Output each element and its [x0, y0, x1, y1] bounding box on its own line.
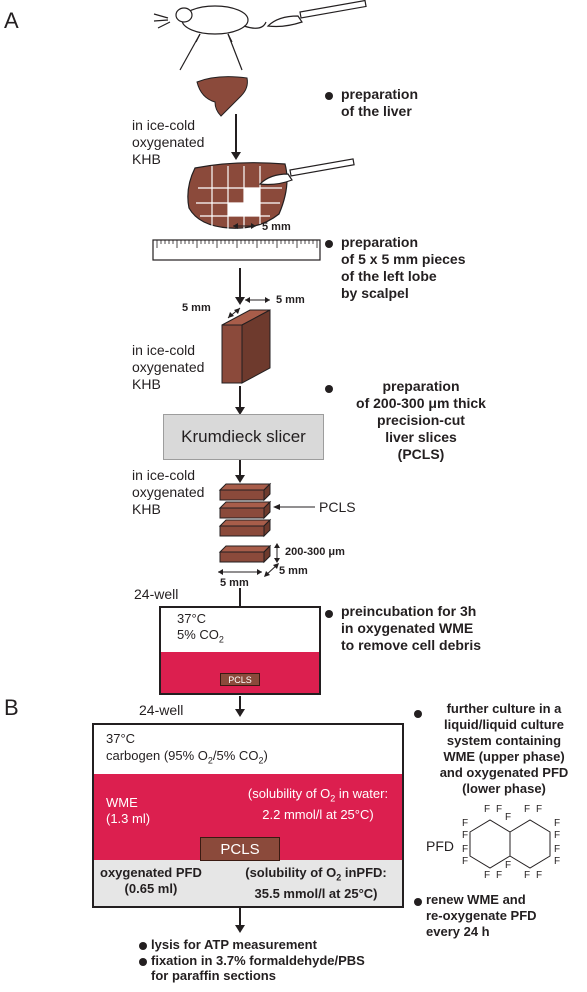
fluorine-atom: F: [554, 844, 560, 855]
medium-label-2: in ice-cold oxygenated KHB: [132, 342, 205, 392]
bullet: [325, 385, 333, 393]
krumdieck-slicer: Krumdieck slicer: [163, 414, 324, 460]
block-dim-left: 5 mm: [182, 302, 211, 314]
well-co2-sub: 2: [218, 634, 224, 645]
sol-water-c: 2.2 mmol/l at 25°C): [262, 806, 374, 822]
step-liver-prep: preparation of the liver: [341, 86, 419, 119]
sol-water-a: (solubility of O: [247, 786, 331, 801]
fluorine-atom: F: [536, 870, 542, 881]
mouse-icon: [153, 5, 267, 71]
fluorine-atom: F: [496, 804, 502, 815]
fluorine-atom: F: [524, 870, 530, 881]
carbogen-sub-co2: 2: [258, 755, 264, 766]
pcls-chip-b: PCLS: [200, 837, 280, 861]
pcls-slices-illustration: [218, 482, 272, 564]
scalpel-icon-2: [258, 158, 355, 186]
sol-pfd-b: inPFD:: [341, 865, 387, 880]
slice-thickness-label: 200-300 μm: [285, 546, 345, 558]
pcls-chip-a: PCLS: [220, 673, 260, 686]
fluorine-atom: F: [524, 804, 530, 815]
fluorine-atom: F: [554, 856, 560, 867]
carbogen-sub-o2: 2: [207, 755, 213, 766]
fluorine-atom: F: [462, 818, 468, 829]
sol-water-sub: 2: [330, 793, 336, 804]
fluorine-atom: F: [554, 830, 560, 841]
bullet: [325, 610, 333, 618]
dim-5mm-liver: 5 mm: [262, 221, 291, 233]
medium-label-3: in ice-cold oxygenated KHB: [132, 467, 205, 517]
ruler-icon: [152, 239, 321, 261]
sol-pfd-sub: 2: [336, 872, 342, 883]
bullet: [139, 942, 147, 950]
wme-medium: [161, 652, 319, 693]
fluorine-atom: F: [462, 856, 468, 867]
bullet: [139, 958, 147, 966]
bullet: [325, 240, 333, 248]
pfd-phase: [94, 860, 402, 906]
sol-pfd-a: (solubility of O: [245, 865, 337, 880]
slice-depth-label: 5 mm: [279, 565, 308, 577]
well-co2: 5% CO2: [177, 626, 224, 649]
carbogen-a: carbogen (95% O: [106, 748, 208, 763]
well-b: 37°C carbogen (95% O2/5% CO2) WME (1.3 m…: [92, 723, 404, 908]
fluorine-atom: F: [462, 844, 468, 855]
scalpel-icon: [266, 0, 367, 28]
bullet-fixation: fixation in 3.7% formaldehyde/PBS for pa…: [151, 953, 365, 983]
sol-water-b: in water:: [335, 786, 389, 801]
pfd-label: oxygenated PFD (0.65 ml): [100, 865, 202, 896]
bullet-atp: lysis for ATP measurement: [151, 937, 317, 952]
bullet: [414, 898, 422, 906]
fluorine-atom: F: [554, 818, 560, 829]
well-temp: 37°C: [177, 611, 207, 626]
solubility-pfd: (solubility of O2 inPFD: 35.5 mmol/l at …: [230, 865, 402, 902]
block-dim-top: 5 mm: [276, 294, 305, 306]
panel-b-letter: B: [4, 695, 19, 720]
renew-note: renew WME and re-oxygenate PFD every 24 …: [426, 892, 537, 939]
well-b-temp: 37°C: [106, 731, 136, 746]
well-a: 37°C 5% CO2 PCLS: [159, 606, 321, 695]
culture-note: further culture in a liquid/liquid cultu…: [439, 701, 569, 796]
carbogen-c: ): [263, 748, 268, 763]
fluorine-atom: F: [505, 860, 511, 871]
slice-width-label: 5 mm: [220, 577, 249, 589]
pfd-formula-label: PFD: [426, 838, 454, 854]
liver-icon: [196, 76, 248, 117]
well-label-a: 24-well: [134, 586, 179, 602]
carbogen-b: /5% CO: [212, 748, 259, 763]
pcls-pointer-label: PCLS: [319, 499, 356, 515]
medium-label-1: in ice-cold oxygenated KHB: [132, 117, 205, 167]
fluorine-atom: F: [505, 812, 511, 823]
well-label-b: 24-well: [139, 702, 184, 718]
panel-a-letter: A: [4, 8, 19, 33]
solubility-water: (solubility of O2 in water: 2.2 mmol/l a…: [234, 786, 402, 823]
step-pieces-prep: preparation of 5 x 5 mm pieces of the le…: [341, 234, 466, 301]
well-co2-main: 5% CO: [177, 627, 219, 642]
fluorine-atom: F: [536, 804, 542, 815]
step-preincubation: preincubation for 3h in oxygenated WME t…: [341, 603, 482, 653]
fluorine-atom: F: [484, 870, 490, 881]
fluorine-atom: F: [484, 804, 490, 815]
liver-block-icon: [221, 309, 271, 384]
wme-label: WME (1.3 ml): [106, 795, 151, 826]
bullet: [325, 92, 333, 100]
bullet: [414, 710, 422, 718]
fluorine-atom: F: [462, 830, 468, 841]
carbogen-label: carbogen (95% O2/5% CO2): [106, 748, 268, 769]
sol-pfd-c: 35.5 mmol/l at 25°C): [254, 885, 378, 901]
liver-grid-illustration: [187, 162, 288, 230]
step-pcls-prep: preparation of 200-300 μm thick precisio…: [356, 378, 486, 462]
fluorine-atom: F: [496, 870, 502, 881]
